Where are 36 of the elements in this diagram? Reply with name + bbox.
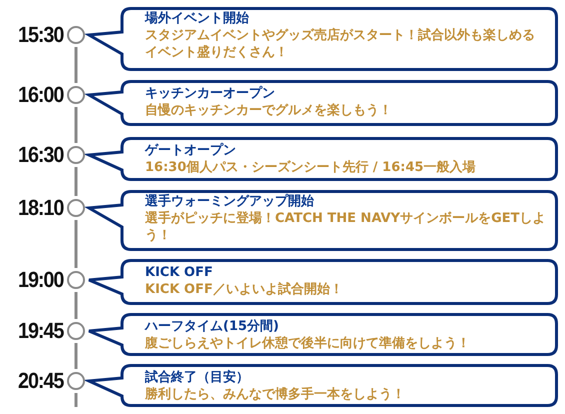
event-title: 試合終了（目安） xyxy=(145,369,250,386)
time-label: 16:00 xyxy=(18,84,63,106)
timeline-circle xyxy=(66,146,84,164)
event-description: 勝利したら、みんなで博多手一本をしよう！ xyxy=(145,386,406,403)
event-title: 選手ウォーミングアップ開始 xyxy=(145,193,315,210)
timeline-circle xyxy=(66,198,84,216)
event-title: KICK OFF xyxy=(145,264,214,281)
event-description: 腹ごしらえやトイレ休憩で後半に向けて準備をしよう！ xyxy=(145,335,471,352)
event-description: 選手がピッチに登場！CATCH THE NAVYサインボールをGETしよう！ xyxy=(145,210,546,244)
timeline-circle xyxy=(66,26,84,44)
time-label: 15:30 xyxy=(18,24,63,46)
timeline-circle xyxy=(66,322,84,340)
timeline-line xyxy=(74,220,78,268)
time-label: 20:45 xyxy=(18,370,63,392)
timeline-circle xyxy=(66,270,84,288)
timeline-line xyxy=(74,107,78,143)
event-title: 場外イベント開始 xyxy=(145,10,250,27)
time-label: 18:10 xyxy=(18,197,63,219)
timeline-line xyxy=(74,343,78,369)
time-label: 19:45 xyxy=(18,320,63,342)
event-description: スタジアムイベントやグッズ売店がスタート！試合以外も楽しめるイベント盛りだくさん！ xyxy=(145,27,536,61)
time-label: 16:30 xyxy=(18,144,63,166)
event-title: キッチンカーオープン xyxy=(145,85,276,102)
time-label: 19:00 xyxy=(18,269,63,291)
event-description: 16:30個人パス・シーズンシート先行 / 16:45一般入場 xyxy=(145,159,477,176)
timeline-line xyxy=(74,47,78,83)
timeline-circle xyxy=(66,372,84,390)
event-description: KICK OFF／いよいよ試合開始！ xyxy=(145,281,344,298)
speech-bubble xyxy=(88,259,558,305)
speech-bubble xyxy=(88,313,558,356)
timeline-line xyxy=(74,167,78,196)
event-title: ゲートオープン xyxy=(145,142,237,159)
event-title: ハーフタイム(15分間) xyxy=(145,318,280,335)
timeline-circle xyxy=(66,86,84,104)
event-description: 自慢のキッチンカーでグルメを楽しもう！ xyxy=(145,102,393,119)
timeline-line xyxy=(74,292,78,319)
